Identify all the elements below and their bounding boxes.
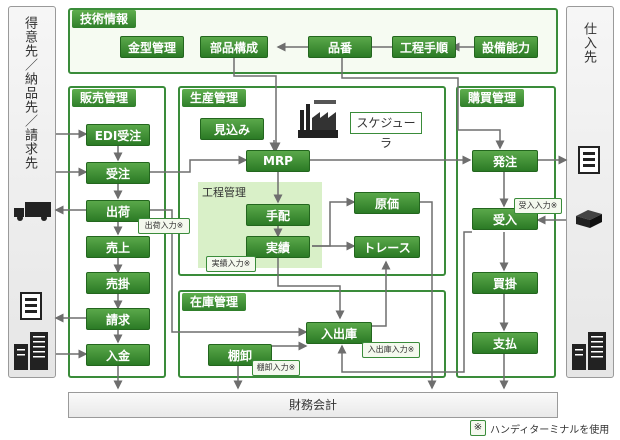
building-icon-right (570, 330, 608, 370)
inventory-count-input-badge: 棚卸入力※ (252, 360, 300, 376)
purchase-order-node[interactable]: 発注 (472, 150, 538, 172)
result-node[interactable]: 実績 (246, 236, 310, 258)
receiving-input-badge: 受入入力※ (514, 198, 562, 214)
supplier-panel-label: 仕入先 (581, 22, 596, 64)
shipping-input-badge: 出荷入力※ (138, 218, 190, 234)
cost-node[interactable]: 原価 (354, 192, 420, 214)
mold-management-node[interactable]: 金型管理 (120, 36, 184, 58)
forecast-node[interactable]: 見込み (200, 118, 264, 140)
trace-node[interactable]: トレース (354, 236, 420, 258)
legend-mark: ※ (470, 420, 486, 436)
customer-panel-label: 得意先／納品先／請求先 (22, 16, 37, 170)
part-number-node[interactable]: 品番 (308, 36, 372, 58)
sales-title: 販売管理 (72, 89, 137, 107)
invoice-node[interactable]: 請求 (86, 308, 150, 330)
package-icon (574, 206, 604, 230)
result-input-badge: 実績入力※ (206, 256, 256, 272)
shipping-node[interactable]: 出荷 (86, 200, 150, 222)
document-icon-right (578, 146, 600, 174)
purchase-title: 購買管理 (460, 89, 525, 107)
payable-node[interactable]: 買掛 (472, 272, 538, 294)
payment-node[interactable]: 支払 (472, 332, 538, 354)
building-icon (12, 330, 50, 370)
stock-inout-node[interactable]: 入出庫 (306, 322, 372, 344)
process-procedure-node[interactable]: 工程手順 (392, 36, 456, 58)
sales-node[interactable]: 売上 (86, 236, 150, 258)
payment-received-node[interactable]: 入金 (86, 344, 150, 366)
truck-icon (14, 200, 54, 222)
finance-accounting-bar[interactable]: 財務会計 (68, 392, 558, 418)
process-title: 工程管理 (202, 186, 246, 199)
arrangement-node[interactable]: 手配 (246, 204, 310, 226)
equipment-capacity-node[interactable]: 設備能力 (474, 36, 538, 58)
supplier-panel (566, 6, 614, 378)
order-node[interactable]: 受注 (86, 162, 150, 184)
legend-text: ハンディターミナルを使用 (490, 425, 610, 436)
production-title: 生産管理 (182, 89, 247, 107)
mrp-node[interactable]: MRP (246, 150, 310, 172)
inventory-title: 在庫管理 (182, 293, 247, 311)
tech-info-title: 技術情報 (72, 10, 137, 28)
parts-structure-node[interactable]: 部品構成 (200, 36, 268, 58)
receivable-node[interactable]: 売掛 (86, 272, 150, 294)
scheduler-node[interactable]: スケジューラ (350, 112, 422, 150)
stock-inout-input-badge: 入出庫入力※ (362, 342, 420, 358)
factory-icon (294, 96, 342, 142)
document-icon (20, 292, 42, 320)
edi-order-node[interactable]: EDI受注 (86, 124, 150, 146)
